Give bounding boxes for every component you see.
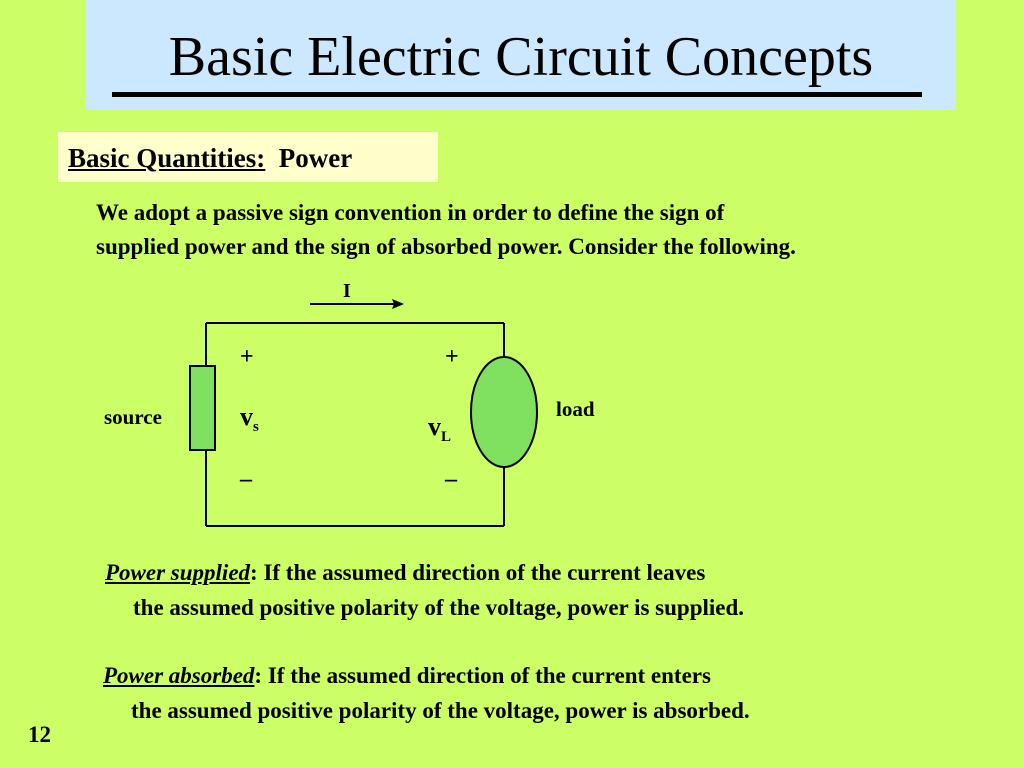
- source-element: [189, 365, 216, 451]
- load-label: load: [556, 397, 595, 421]
- power-supplied-line-2: the assumed positive polarity of the vol…: [133, 595, 745, 620]
- source-plus: +: [240, 344, 254, 370]
- subhead-box: Basic Quantities: Power: [58, 132, 438, 182]
- power-supplied-definition: Power supplied: If the assumed direction…: [105, 555, 744, 625]
- source-voltage-label: vs: [240, 402, 259, 436]
- power-supplied-term: Power supplied: [105, 560, 251, 585]
- subhead-topic: Power: [278, 143, 353, 173]
- subhead-term: Basic Quantities:: [68, 143, 266, 173]
- power-absorbed-line-1: Power absorbed: If the assumed direction…: [103, 658, 750, 693]
- load-plus: +: [445, 344, 459, 370]
- intro-line-2: supplied power and the sign of absorbed …: [96, 234, 796, 259]
- power-absorbed-line-2: the assumed positive polarity of the vol…: [131, 698, 750, 723]
- source-voltage-subscript: s: [253, 419, 259, 436]
- power-absorbed-text-1: : If the assumed direction of the curren…: [254, 663, 711, 688]
- load-voltage-label: vL: [428, 412, 451, 446]
- load-element: [470, 356, 538, 468]
- power-absorbed-term: Power absorbed: [103, 663, 255, 688]
- power-absorbed-definition: Power absorbed: If the assumed direction…: [103, 658, 750, 728]
- load-minus: _: [445, 458, 457, 484]
- intro-line-1: We adopt a passive sign convention in or…: [96, 200, 725, 225]
- title-banner: Basic Electric Circuit Concepts: [86, 0, 956, 110]
- intro-paragraph: We adopt a passive sign convention in or…: [96, 196, 996, 264]
- subhead: Basic Quantities: Power: [68, 143, 352, 174]
- load-voltage-subscript: L: [441, 429, 452, 446]
- source-minus: _: [240, 458, 252, 484]
- slide-title: Basic Electric Circuit Concepts: [168, 26, 874, 88]
- page-number: 12: [28, 722, 51, 747]
- source-voltage-symbol: v: [240, 402, 253, 431]
- current-arrow-head: [392, 299, 404, 309]
- title-underline: [112, 92, 922, 97]
- source-label: source: [104, 405, 162, 429]
- power-supplied-text-1: : If the assumed direction of the curren…: [250, 560, 706, 585]
- current-label: I: [343, 280, 351, 302]
- power-supplied-line-1: Power supplied: If the assumed direction…: [105, 555, 744, 590]
- load-voltage-symbol: v: [428, 412, 441, 441]
